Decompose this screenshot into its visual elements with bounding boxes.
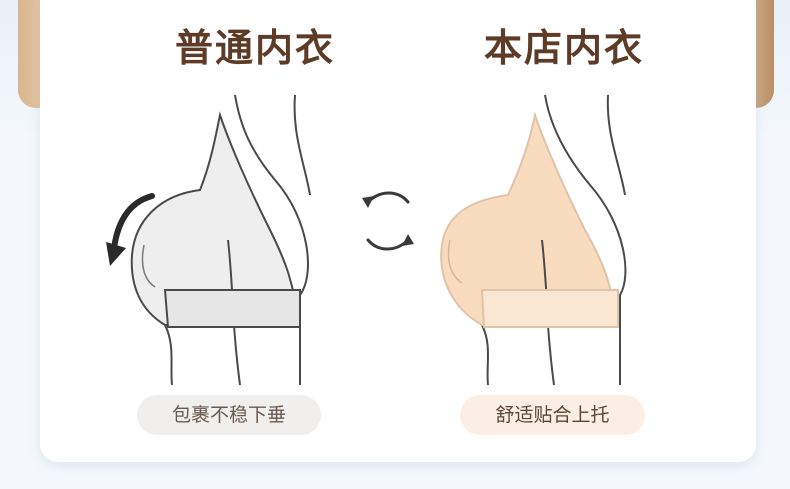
right-caption-badge: 舒适贴合上托	[460, 395, 645, 435]
left-title: 普通内衣	[174, 26, 335, 70]
right-bra-shape	[440, 111, 618, 326]
curved-down-arrow-icon	[106, 193, 155, 266]
left-bra-shape	[130, 111, 300, 326]
swap-arrows-icon	[362, 191, 414, 251]
left-caption-badge: 包裹不稳下垂	[137, 395, 321, 435]
right-title: 本店内衣	[483, 26, 644, 70]
left-torso-illustration	[130, 94, 311, 386]
right-torso-illustration	[440, 94, 627, 386]
